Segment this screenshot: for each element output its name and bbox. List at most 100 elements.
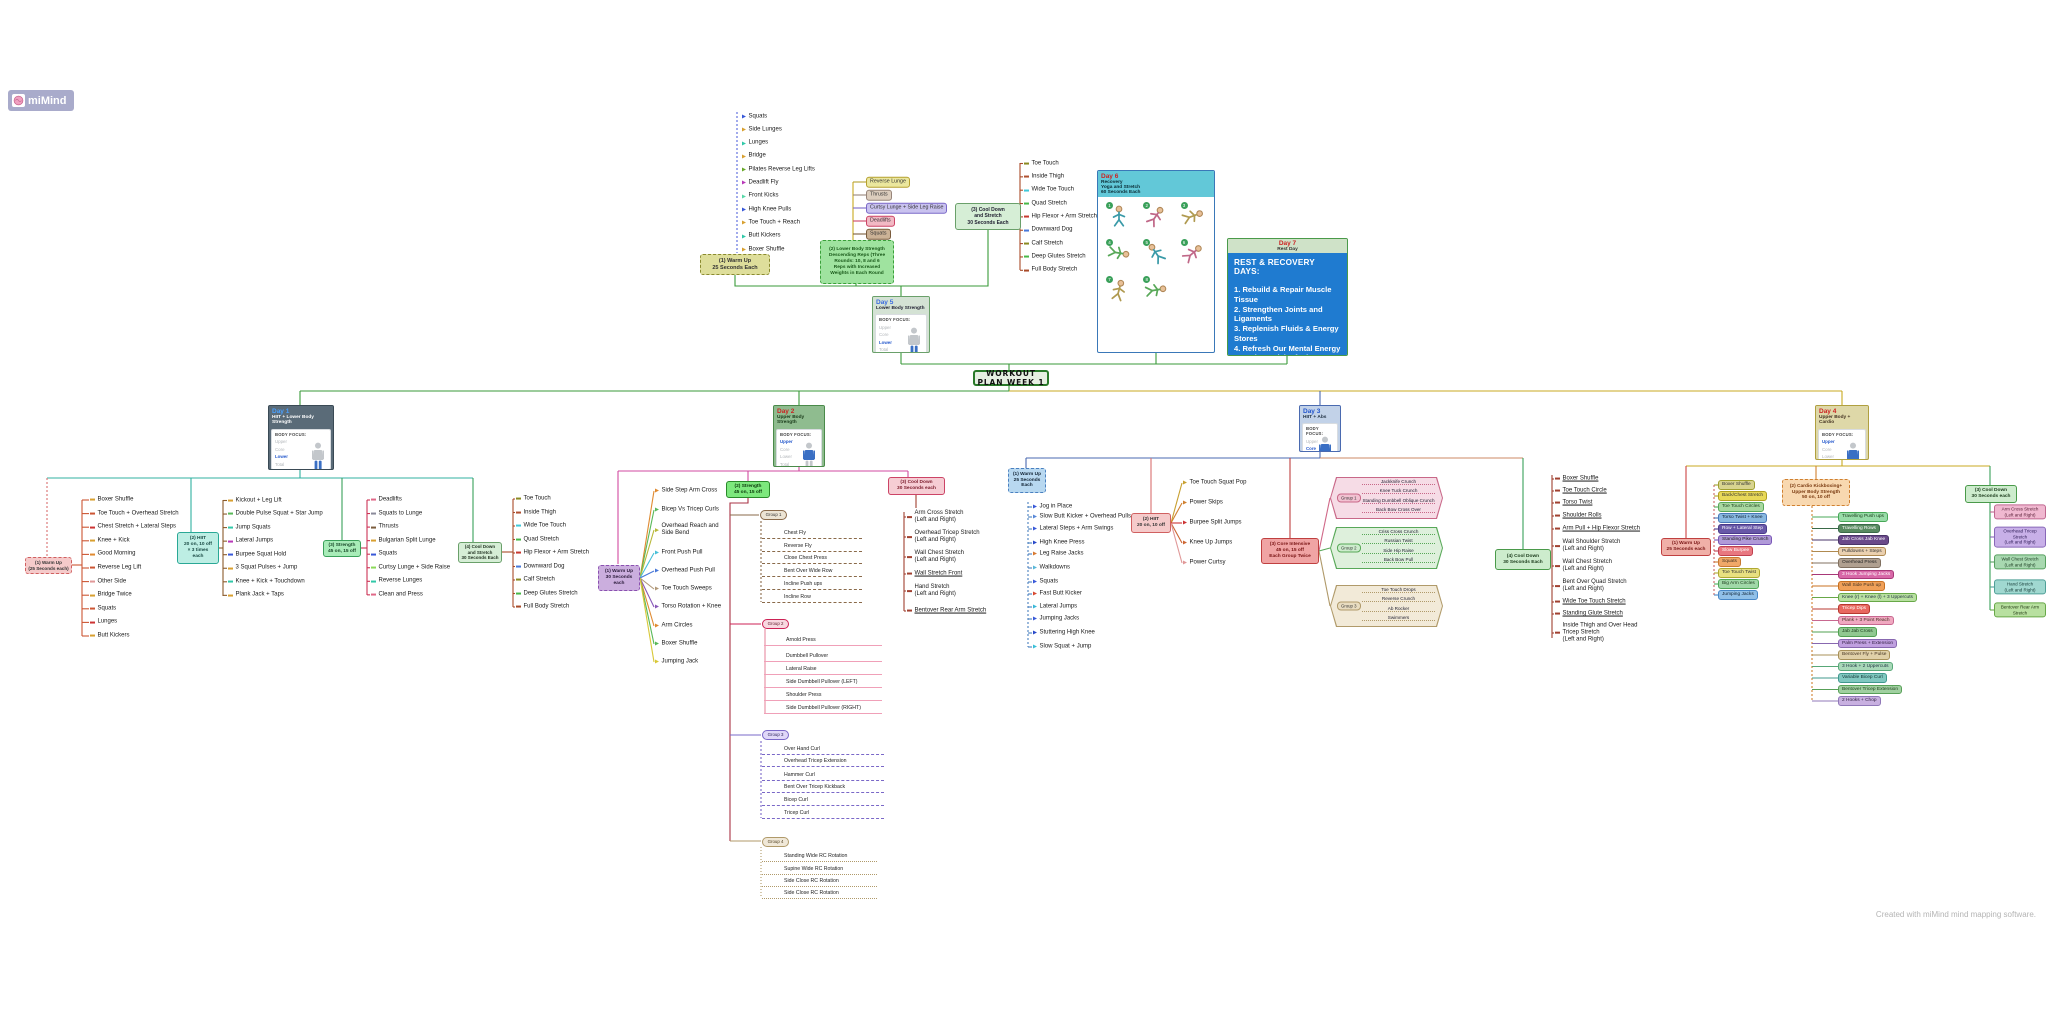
day5-strength-exercise[interactable]: Deadlifts: [866, 215, 895, 227]
day2-warmup-exercise[interactable]: Jumping Jack: [655, 659, 698, 666]
day5-stretch[interactable]: Inside Thigh: [1024, 173, 1064, 180]
day5-warmup-exercise[interactable]: Bridge: [742, 153, 766, 160]
day4-stretch[interactable]: Arm Cross Stretch (Left and Right): [1994, 504, 2046, 520]
day1-hiit-exercise[interactable]: Knee + Kick + Touchdown: [228, 578, 305, 585]
day5-stretch[interactable]: Full Body Stretch: [1024, 267, 1077, 274]
day2-warmup-exercise[interactable]: Boxer Shuffle: [655, 641, 697, 648]
day2-group1-exercise[interactable]: Incline Row: [762, 594, 862, 603]
day3-stretch[interactable]: Bent Over Quad Stretch (Left and Right): [1555, 579, 1627, 593]
day4-cardio-exercise[interactable]: 3 Hook Jumping Jacks: [1838, 569, 1895, 580]
day3-core-group3-exercise[interactable]: Toe Touch Drops: [1362, 587, 1435, 593]
day2-group3-exercise[interactable]: Bent Over Tricep Kickback: [762, 784, 884, 793]
day1-stretch[interactable]: Hip Flexor + Arm Stretch: [516, 550, 589, 557]
day2-group1-node[interactable]: Group 1: [760, 510, 787, 520]
group-label[interactable]: Group 1: [1337, 493, 1361, 503]
day1-warmup-node[interactable]: (1) Warm Up (25 Seconds each): [25, 557, 72, 574]
day5-cooldown-node[interactable]: (3) Cool Down and Stretch 30 Seconds Eac…: [955, 203, 1021, 230]
day2-group2-node[interactable]: Group 2: [762, 619, 789, 629]
day3-core-group3-exercise[interactable]: Ab Rocker: [1362, 606, 1435, 612]
day2-warmup-exercise[interactable]: Bicep Vs Tricep Curls: [655, 507, 719, 514]
day3-warmup-node[interactable]: (1) Warm Up 25 Seconds Each: [1008, 468, 1046, 493]
day4-cardio-exercise[interactable]: 3 Hook + 2 Uppercuts: [1838, 661, 1893, 672]
group-label[interactable]: Group 3: [1337, 601, 1361, 611]
day2-warmup-exercise[interactable]: Overhead Push Pull: [655, 568, 715, 575]
day5-stretch[interactable]: Toe Touch: [1024, 160, 1059, 167]
day2-group3-exercise[interactable]: Over Hand Curl: [762, 746, 884, 755]
day2-stretch[interactable]: Overhead Tricep Stretch (Left and Right): [907, 530, 980, 544]
day5-strength-node[interactable]: (2) Lower Body Strength Descending Reps …: [820, 240, 894, 284]
day4-stretch[interactable]: Bentover Rear Arm Stretch: [1994, 602, 2046, 618]
day1-stretch[interactable]: Wide Toe Touch: [516, 523, 566, 530]
day4-cardio-exercise[interactable]: Jab Jab Cross: [1838, 627, 1877, 637]
day1-hiit-node[interactable]: (2) HIIT 20 on, 10 off × 3 times each: [177, 532, 219, 564]
day4-cardio-exercise[interactable]: Jab Cross Jab Knee: [1838, 535, 1890, 545]
day2-group2-exercise[interactable]: Arnold Press: [764, 637, 882, 646]
day5-stretch[interactable]: Quad Stretch: [1024, 200, 1067, 207]
day1-hiit-exercise[interactable]: Jump Squats: [228, 524, 271, 531]
day5-stretch[interactable]: Deep Glutes Stretch: [1024, 253, 1086, 260]
day2-group2-exercise[interactable]: Side Dumbbell Pullover (LEFT): [764, 679, 882, 688]
day3-stretch[interactable]: Torso Twist: [1555, 500, 1592, 507]
day4-cardio-exercise[interactable]: Wall Side Push up: [1838, 581, 1886, 591]
day3-hiit-exercise[interactable]: Toe Touch Squat Pop: [1183, 480, 1246, 487]
day4-warmup-exercise[interactable]: Slow Burpee: [1718, 546, 1754, 556]
mimind-logo[interactable]: miMind: [8, 90, 74, 111]
day1-warmup-exercise[interactable]: Butt Kickers: [90, 633, 130, 640]
day2-group1-exercise[interactable]: Chest Fly: [762, 530, 862, 539]
day1-strength-node[interactable]: (3) Strength 45 on, 15 off: [323, 540, 361, 557]
day3-hiit-exercise[interactable]: Burpee Split Jumps: [1183, 520, 1242, 527]
day2-warmup-exercise[interactable]: Torso Rotation + Knee: [655, 604, 721, 611]
day4-warmup-exercise[interactable]: Standing Pike Crunch: [1718, 535, 1773, 545]
day4-cardio-exercise[interactable]: Travelling Push ups: [1838, 512, 1888, 522]
day3-core-group1-exercise[interactable]: Knee Tuck Crunch: [1362, 488, 1435, 495]
day3-warmup-exercise[interactable]: Stuttering High Knee: [1033, 630, 1095, 637]
day4-warmup-exercise[interactable]: Torso Twist + Knee: [1718, 513, 1767, 523]
day2-warmup-node[interactable]: (1) Warm Up 30 Seconds each: [598, 565, 640, 591]
day3-cooldown-node[interactable]: (4) Cool Down 30 Seconds Each: [1495, 549, 1551, 570]
day4-warmup-exercise[interactable]: Toe Touch Circles: [1718, 502, 1764, 512]
day2-stretch[interactable]: Wall Chest Stretch (Left and Right): [907, 550, 964, 564]
day2-group3-exercise[interactable]: Overhead Tricep Extension: [762, 758, 884, 767]
day5-strength-exercise[interactable]: Curtsy Lunge + Side Leg Raise: [866, 202, 948, 214]
day3-warmup-exercise[interactable]: Squats: [1033, 579, 1058, 586]
day1-warmup-exercise[interactable]: Knee + Kick: [90, 537, 130, 544]
day5-strength-exercise[interactable]: Thrusts: [866, 189, 892, 201]
day3-warmup-exercise[interactable]: Jog in Place: [1033, 504, 1072, 511]
day1-hiit-exercise[interactable]: Double Pulse Squat + Star Jump: [228, 511, 323, 518]
day2-group1-exercise[interactable]: Reverse Fly: [762, 543, 862, 552]
day5-warmup-exercise[interactable]: Front Kicks: [742, 193, 779, 200]
day4-cardio-exercise[interactable]: Plank + 3 Point Reach: [1838, 615, 1894, 626]
day3-core-group1-exercise[interactable]: Jackknife Crunch: [1362, 479, 1435, 485]
day1-warmup-exercise[interactable]: Reverse Leg Lift: [90, 565, 141, 572]
day5-stretch[interactable]: Wide Toe Touch: [1024, 187, 1074, 194]
day3-core-group3-exercise[interactable]: Swimmers: [1362, 615, 1435, 622]
day3-core-group2-exercise[interactable]: Criss Cross Crunch: [1362, 529, 1435, 535]
day5-warmup-node[interactable]: (1) Warm Up 25 Seconds Each: [700, 254, 770, 275]
day5-warmup-exercise[interactable]: Butt Kickers: [742, 233, 781, 240]
day2-group2-exercise[interactable]: Shoulder Press: [764, 692, 882, 701]
day2-group4-exercise[interactable]: Side Close RC Rotation: [762, 878, 877, 887]
day2-group4-node[interactable]: Group 4: [762, 837, 789, 847]
day3-warmup-exercise[interactable]: High Knee Press: [1033, 540, 1085, 547]
day5-stretch[interactable]: Hip Flexor + Arm Stretch: [1024, 213, 1097, 220]
day5-stretch[interactable]: Calf Stretch: [1024, 240, 1063, 247]
day4-stretch[interactable]: Hand Stretch (Left and Right): [1994, 579, 2046, 595]
day1-hiit-exercise[interactable]: Plank Jack + Taps: [228, 592, 284, 599]
day2-group3-node[interactable]: Group 3: [762, 730, 789, 740]
day4-cooldown-node[interactable]: (3) Cool Down 30 Seconds each: [1965, 485, 2017, 503]
day2-group3-exercise[interactable]: Bicep Curl: [762, 797, 884, 806]
day3-stretch[interactable]: Standing Glute Stretch: [1555, 611, 1623, 618]
day4-cardio-exercise[interactable]: Variable Bicep Curl: [1838, 673, 1887, 683]
day2-strength-node[interactable]: (2) Strength 45 on, 15 off: [726, 481, 770, 498]
day3-warmup-exercise[interactable]: Leg Raise Jacks: [1033, 551, 1084, 558]
day2-warmup-exercise[interactable]: Arm Circles: [655, 623, 693, 630]
day3-stretch[interactable]: Wide Toe Touch Stretch: [1555, 599, 1626, 606]
day3-stretch[interactable]: Wall Chest Stretch (Left and Right): [1555, 559, 1612, 573]
day1-stretch[interactable]: Downward Dog: [516, 563, 565, 570]
day1-warmup-exercise[interactable]: Squats: [90, 605, 116, 612]
day3-warmup-exercise[interactable]: Lateral Steps + Arm Swings: [1033, 526, 1113, 533]
